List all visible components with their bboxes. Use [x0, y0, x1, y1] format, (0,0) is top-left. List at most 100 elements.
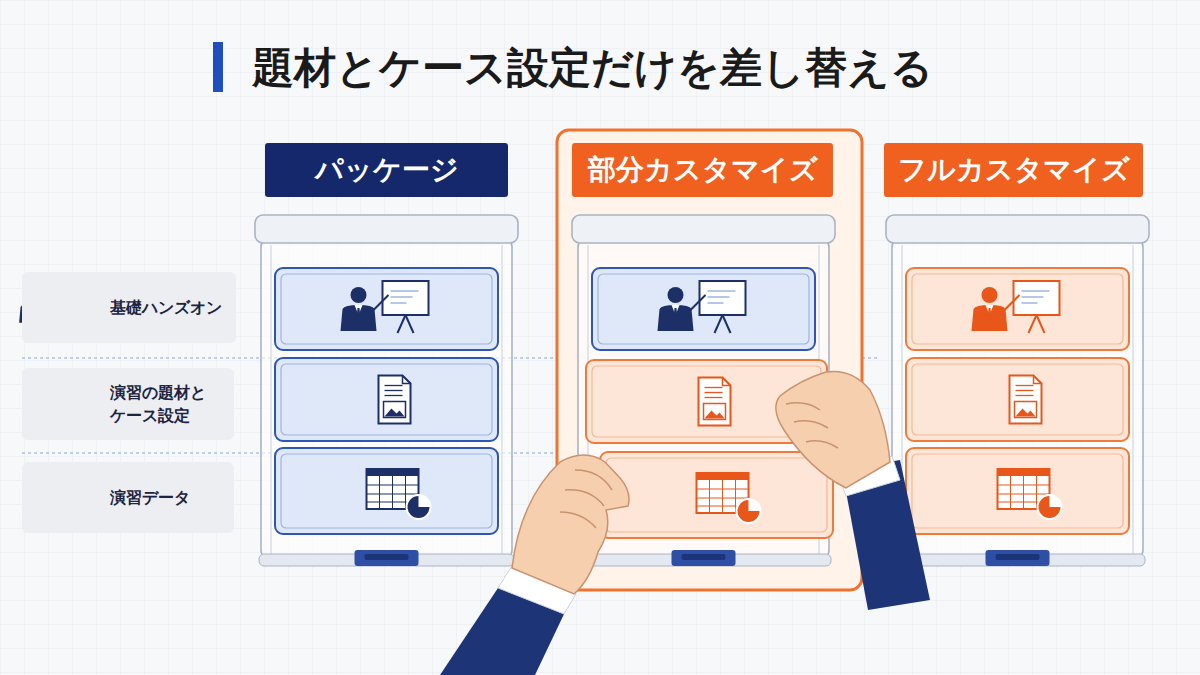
easel-leg — [715, 315, 723, 333]
finger-crease — [560, 512, 596, 528]
case-body — [892, 237, 1143, 560]
row-label-card: 演習の題材と ケース設定 — [22, 368, 234, 440]
easel-leg — [1037, 315, 1045, 333]
drawer — [592, 268, 815, 350]
title-bar — [213, 42, 223, 92]
drawer-inner — [281, 364, 492, 435]
drawer — [906, 448, 1129, 534]
pie — [1038, 495, 1062, 519]
case-lid — [886, 215, 1149, 243]
grid-col — [1010, 476, 1011, 509]
drawer-icon — [379, 376, 411, 424]
document-fold — [723, 378, 731, 386]
drawer — [275, 268, 498, 350]
pie-slice — [749, 499, 761, 511]
grid-col — [722, 480, 723, 513]
board — [1014, 281, 1060, 315]
case-lid — [255, 215, 518, 243]
presenter-head — [351, 287, 367, 303]
pie — [737, 499, 761, 523]
image-frame — [1015, 402, 1037, 418]
board-line — [1022, 296, 1044, 298]
drawer-inner — [598, 274, 809, 344]
board-line — [708, 296, 730, 298]
board-line — [1022, 302, 1038, 304]
case-handle-grip — [365, 554, 409, 560]
document — [699, 378, 731, 426]
case-body — [261, 237, 512, 560]
drawer-icon — [699, 378, 731, 426]
drawer-inner — [912, 364, 1123, 435]
image-mountain — [385, 409, 405, 417]
case-handle — [986, 550, 1050, 566]
presenter-body — [341, 305, 377, 331]
board-line — [391, 290, 419, 292]
easel-leg — [398, 315, 406, 333]
column-header: フルカスタマイズ — [884, 143, 1143, 197]
case-handle-grip — [996, 554, 1040, 560]
grid-col — [709, 480, 710, 513]
presenter-tie — [674, 308, 678, 322]
drawer-inner — [912, 274, 1123, 344]
image-frame — [704, 404, 726, 420]
presenter-body — [972, 305, 1008, 331]
pointer — [690, 295, 706, 311]
case-handle — [672, 550, 736, 566]
drawer — [275, 358, 498, 441]
easel-leg — [1029, 315, 1037, 333]
right-hand — [776, 371, 930, 610]
document-line — [1016, 390, 1034, 391]
easel-leg — [406, 315, 414, 333]
drawer — [906, 358, 1129, 441]
left-hand — [440, 455, 629, 675]
row-label: 演習データ — [110, 486, 190, 509]
document-line — [705, 387, 723, 388]
header-label: 部分カスタマイズ — [588, 153, 818, 187]
drawer-icon — [697, 473, 761, 523]
document-line — [385, 385, 403, 386]
drawer — [906, 268, 1129, 350]
drawer-icon — [341, 281, 429, 333]
image-mountain — [1016, 409, 1036, 417]
presenter-tie — [357, 308, 361, 322]
drawer-icon — [658, 281, 746, 333]
document-line — [1016, 385, 1034, 386]
presenter-body — [658, 305, 694, 331]
grid-col — [379, 476, 380, 509]
header-label: パッケージ — [315, 153, 459, 187]
hand — [512, 455, 629, 594]
presenter-tie — [988, 308, 992, 322]
case-side — [1133, 245, 1134, 556]
finger-crease — [794, 421, 828, 428]
drawer-inner — [606, 458, 827, 532]
board-line — [708, 290, 736, 292]
row-label: 基礎ハンズオン — [110, 296, 222, 319]
storage-case — [886, 215, 1149, 566]
document-fold — [403, 376, 411, 384]
board-line — [1022, 290, 1050, 292]
finger-crease — [565, 490, 604, 506]
pie — [407, 495, 431, 519]
header-label: フルカスタマイズ — [898, 153, 1130, 187]
easel-leg — [723, 315, 731, 333]
board-line — [391, 296, 413, 298]
spreadsheet-header — [998, 469, 1050, 476]
drawer-icon — [972, 281, 1060, 333]
document — [1010, 376, 1042, 424]
document-fold — [1034, 376, 1042, 384]
document-line — [1016, 395, 1034, 396]
row-label-card: 基礎ハンズオン — [22, 272, 236, 343]
drawer — [600, 452, 833, 538]
grid-col — [1023, 476, 1024, 509]
case-side — [502, 245, 503, 556]
case-lid — [572, 215, 835, 243]
presenter-head — [982, 287, 998, 303]
row-label-card: 演習データ — [22, 462, 234, 533]
presenter-head — [668, 287, 684, 303]
column-header: 部分カスタマイズ — [572, 143, 833, 197]
board-line — [708, 302, 724, 304]
board — [700, 281, 746, 315]
document-line — [705, 392, 723, 393]
